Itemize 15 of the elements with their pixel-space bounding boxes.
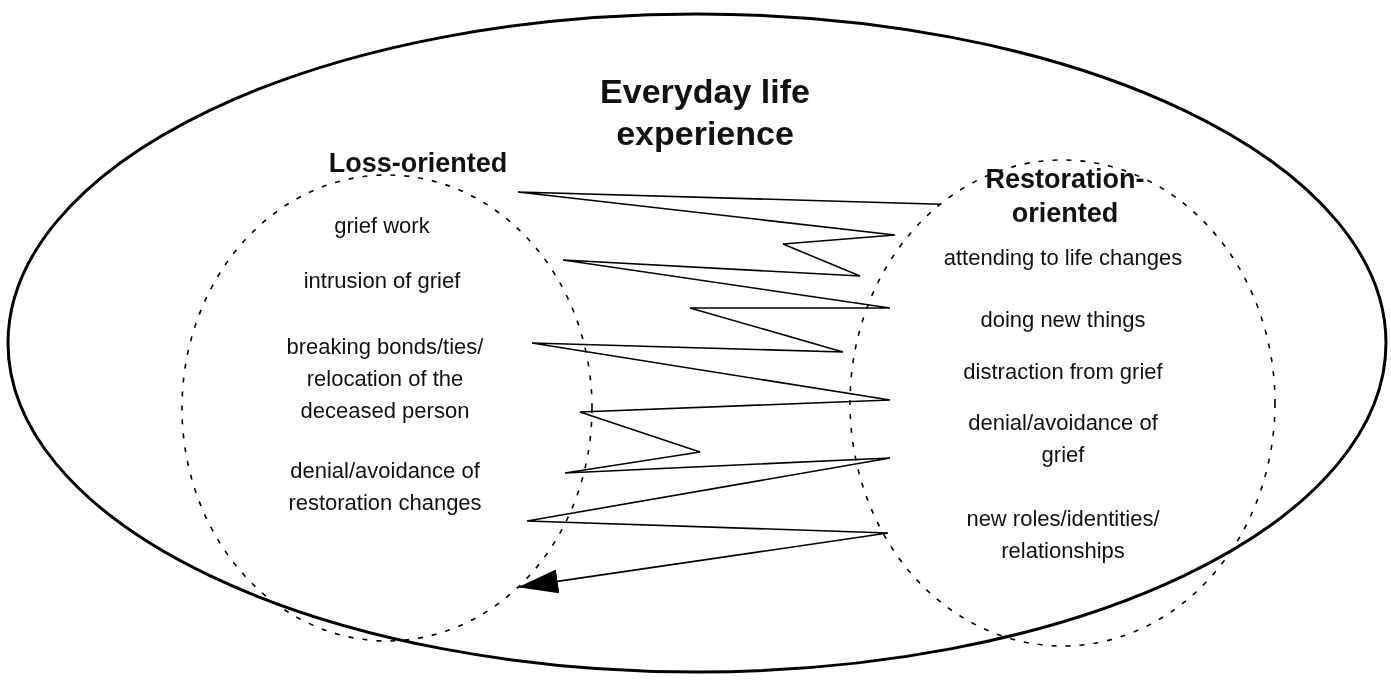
list-item: intrusion of grief — [302, 267, 462, 295]
ellipse-region — [8, 14, 1386, 672]
list-item: new roles/identities/ relationships — [965, 505, 1161, 565]
list-item: denial/avoidance of restoration changes — [287, 457, 483, 517]
list-item: grief work — [333, 212, 431, 240]
list-item: doing new things — [979, 306, 1147, 334]
list-item: distraction from grief — [962, 358, 1164, 386]
zigzag-arrow — [517, 191, 942, 594]
region-title: Restoration-oriented — [984, 163, 1146, 230]
list-item: attending to life changes — [942, 244, 1184, 272]
dashed-circle-region — [850, 160, 1275, 646]
list-item: breaking bonds/ties/ relocation of the deceased person — [285, 333, 485, 425]
list-item: denial/avoidance of grief — [967, 409, 1159, 469]
region-title: Everyday life experience — [599, 71, 811, 154]
region-title: Loss-oriented — [327, 147, 509, 180]
